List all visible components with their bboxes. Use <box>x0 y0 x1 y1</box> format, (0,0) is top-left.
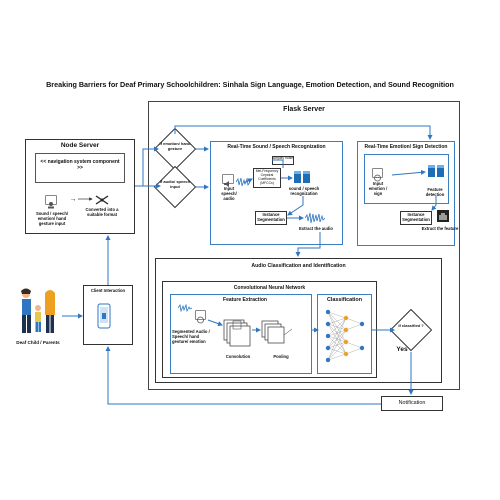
nav-component-box <box>35 153 125 183</box>
phone-icon[interactable] <box>97 303 111 334</box>
sr-label: sound / speech recognization <box>288 186 320 196</box>
extract-waveform-icon <box>304 211 326 229</box>
detection-bars-icon <box>427 164 445 183</box>
node-input-label: Sound / speech/ emotion/ hand gesture in… <box>35 211 69 226</box>
user-label: Deaf Child / Parents <box>16 340 60 345</box>
diagram-title: Breaking Barriers for Deaf Primary Schoo… <box>46 80 454 89</box>
flask-server-title: Flask Server <box>283 106 325 113</box>
classified-decision-label: If classified ? <box>398 323 424 328</box>
neural-network-graphic <box>320 304 370 375</box>
emotion-extract-label: Extract the feature <box>421 226 459 231</box>
emotion-detection-title: Real-Time Emotion/ Sign Detection <box>364 144 448 150</box>
segment-waveform-icon <box>177 299 193 317</box>
amplify-label: Amplify noise <box>272 156 294 160</box>
face-icon <box>372 168 383 182</box>
feature-extraction-title: Feature Extraction <box>223 297 267 303</box>
family-illustration <box>15 288 61 343</box>
pooling-label: Pooling <box>273 354 289 359</box>
nav-component-label: << navigation system component >> <box>40 159 120 171</box>
sound-input-label: Input speech/ audio <box>221 186 237 201</box>
cnn-title: Convolutional Neural Network <box>233 285 306 291</box>
emotion-input-label: Input emotion / sign <box>368 181 388 196</box>
node-server-title: Node Server <box>60 142 100 149</box>
user-input-icon <box>45 195 57 209</box>
segmented-label: Segmented Audio / Speech/ hand gesture/ … <box>172 329 210 344</box>
audio-decision-label: If audio/ speech input <box>159 179 191 189</box>
feature-detection-label: Feature detection <box>425 187 445 197</box>
sound-recognition-title: Real-Time Sound / Speech Recognization <box>227 144 326 150</box>
sound-extract-label: Extract the audio <box>299 226 333 231</box>
mfcc-box <box>253 168 281 188</box>
notification-label: Notification <box>398 400 426 406</box>
sound-segmentation-box <box>255 211 287 225</box>
recognition-bars-icon <box>293 170 311 189</box>
mfcc-label: Mel-Frequency Cepstral Coefficients (MFC… <box>255 169 279 185</box>
sound-segmentation-label: Instance Segmentation <box>257 212 285 222</box>
segment-face-icon <box>195 310 206 324</box>
emotion-segmentation-label: Instance Segmentation <box>402 212 430 222</box>
arrow-right-icon: → <box>69 196 77 203</box>
yes-label: Yes <box>396 346 408 353</box>
convolution-label: Convolution <box>225 354 251 359</box>
converted-label: Converted into a suitable format <box>85 207 119 217</box>
emotion-decision-label: If emotion/ hand gesture <box>159 141 191 151</box>
speaker-icon <box>222 174 234 187</box>
notification-box <box>381 396 443 411</box>
classification-title: Classification <box>326 297 363 303</box>
client-interaction-title: Client Interaction <box>90 288 126 293</box>
convert-icon <box>95 193 109 211</box>
audio-classification-title: Audio Classification and Identification <box>251 263 346 269</box>
emotion-segmentation-box <box>400 211 432 225</box>
emotion-inner-box <box>364 154 449 204</box>
pooling-layers-graphic <box>260 319 294 352</box>
convolution-layers-graphic <box>222 318 262 353</box>
hand-sign-icon <box>437 209 449 227</box>
